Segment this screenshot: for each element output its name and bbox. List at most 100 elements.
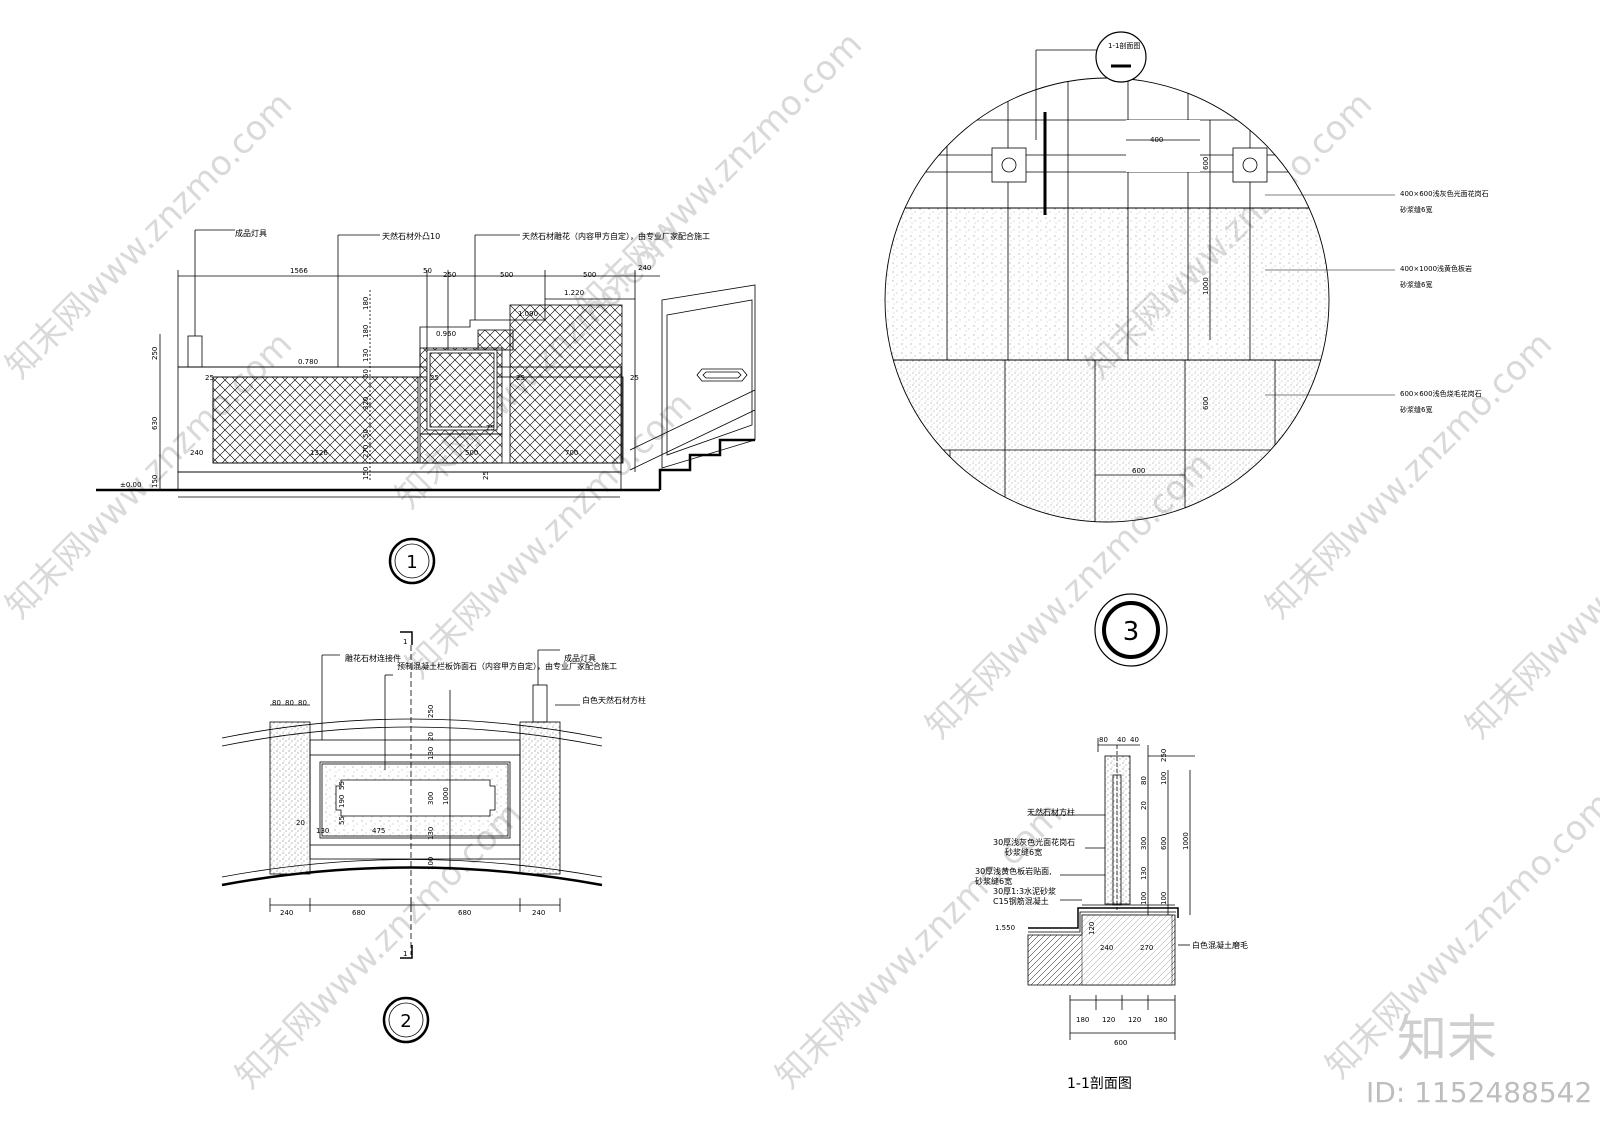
dim: 150 bbox=[362, 467, 370, 480]
dim: 240 bbox=[280, 909, 293, 917]
branding: 知末 ID: 1152488542 bbox=[1366, 1010, 1592, 1109]
level: 1.220 bbox=[564, 289, 584, 297]
label-pillar: 白色天然石材方柱 bbox=[582, 695, 646, 705]
dim: 20 bbox=[427, 732, 435, 741]
dim: 130 bbox=[362, 349, 370, 362]
dim: 270 bbox=[362, 445, 370, 458]
dim: 25 bbox=[516, 374, 525, 382]
dim: 20 bbox=[296, 819, 305, 827]
label-stone-frame: 天然石材外凸10 bbox=[382, 231, 440, 241]
dim: 80 bbox=[285, 699, 294, 707]
dim: 600 bbox=[1160, 837, 1168, 850]
level: 1.090 bbox=[518, 310, 538, 318]
elevation-1-text: 成品灯具 天然石材外凸10 天然石材雕花（内容甲方自定），由专业厂家配合施工 1… bbox=[120, 228, 710, 489]
dim: 25 bbox=[486, 424, 495, 432]
dim: 600 bbox=[1202, 397, 1210, 410]
note: 400×1000浅黄色板岩 bbox=[1400, 264, 1472, 273]
section-1-1-text: 天然石材方柱 30厚浅灰色光面花岗石 砂浆缝6宽 30厚浅黄色板岩贴面, 砂浆缝… bbox=[975, 736, 1248, 1092]
dim: 80 bbox=[1140, 776, 1148, 785]
watermark-layer: 知末网www.znzmo.com 知末网www.znzmo.com 知末网www… bbox=[0, 24, 1600, 1096]
dim: 120 bbox=[1102, 1016, 1115, 1024]
label-layer2: 30厚浅黄色板岩贴面, bbox=[975, 866, 1052, 876]
dim: 680 bbox=[352, 909, 365, 917]
drawing-number: 1 bbox=[406, 552, 417, 573]
section-mark: 1 bbox=[403, 638, 407, 646]
dim: 250 bbox=[151, 347, 159, 360]
note: 400×600浅灰色光面花岗石 bbox=[1400, 189, 1489, 198]
dim: 270 bbox=[1140, 944, 1153, 952]
plan-2-text: 雕花石材连接件 预制混凝土栏板饰面石（内容甲方自定），由专业厂家配合施工 成品灯… bbox=[272, 638, 646, 958]
level: 0.780 bbox=[298, 358, 318, 366]
dim: 300 bbox=[1140, 837, 1148, 850]
dim: 120 bbox=[1088, 922, 1096, 935]
dim: 180 bbox=[362, 297, 370, 310]
watermark: 知末网www.znzmo.com bbox=[1458, 444, 1600, 746]
dim: 1000 bbox=[442, 787, 450, 805]
dim: 1326 bbox=[310, 449, 328, 457]
dim: 100 bbox=[1140, 892, 1148, 905]
dim: 240 bbox=[638, 264, 651, 272]
dim: 500 bbox=[583, 271, 596, 279]
plan-drawing-2 bbox=[221, 631, 603, 959]
label-layer1: 30厚浅灰色光面花岗石 bbox=[993, 837, 1075, 847]
label-layer3: 30厚1:3水泥砂浆 bbox=[993, 886, 1056, 896]
label-lamp: 成品灯具 bbox=[235, 228, 267, 238]
dim: 25 bbox=[482, 471, 490, 480]
section-mark: 1 bbox=[403, 950, 407, 958]
dim: 50 bbox=[362, 429, 370, 438]
dim: 500 bbox=[500, 271, 513, 279]
dim: 80 bbox=[298, 699, 307, 707]
dim: 1566 bbox=[290, 267, 308, 275]
dim: 100 bbox=[1160, 892, 1168, 905]
dim: 600 bbox=[1132, 467, 1145, 475]
dim: 25 bbox=[630, 374, 639, 382]
dim: 475 bbox=[372, 827, 385, 835]
label-lamp: 成品灯具 bbox=[564, 653, 596, 663]
level: ±0.00 bbox=[120, 481, 141, 489]
dim: 25 bbox=[205, 374, 214, 382]
drawing-number: 2 bbox=[400, 1011, 411, 1032]
dim: 300 bbox=[427, 792, 435, 805]
label-pillar: 天然石材方柱 bbox=[1027, 807, 1075, 817]
drawing-2-number: 2 bbox=[382, 996, 430, 1044]
label-layer4: C15钢筋混凝土 bbox=[993, 896, 1049, 906]
dim-total: 600 bbox=[1114, 1039, 1127, 1047]
dim: 130 bbox=[427, 747, 435, 760]
dim: 55 bbox=[338, 816, 346, 825]
dim: 130 bbox=[427, 827, 435, 840]
dim: 320 bbox=[362, 397, 370, 410]
section-title: 1-1剖面图 bbox=[1067, 1076, 1132, 1092]
drawing-3-number: 3 bbox=[1094, 593, 1168, 667]
dim: 700 bbox=[565, 449, 578, 457]
label-layer5: 白色混凝土磨毛 bbox=[1192, 940, 1248, 950]
note: 600×600浅色烧毛花岗石 bbox=[1400, 389, 1482, 398]
dim: 55 bbox=[338, 781, 346, 790]
dim: 150 bbox=[151, 475, 159, 488]
dim: 20 bbox=[1140, 801, 1148, 810]
dim: 100 bbox=[427, 857, 435, 870]
dim: 240 bbox=[190, 449, 203, 457]
drawing-number: 3 bbox=[1123, 617, 1140, 647]
dim: 130 bbox=[1140, 867, 1148, 880]
dim: 180 bbox=[1076, 1016, 1089, 1024]
elevation-drawing-1 bbox=[96, 229, 756, 498]
dim: 50 bbox=[362, 369, 370, 378]
dim: 600 bbox=[1202, 157, 1210, 170]
dim: 40 bbox=[1130, 736, 1139, 744]
dim: 240 bbox=[532, 909, 545, 917]
dim: 1000 bbox=[1202, 277, 1210, 295]
label-layer1-sub: 砂浆缝6宽 bbox=[1005, 847, 1042, 857]
dim: 120 bbox=[1128, 1016, 1141, 1024]
note-sub: 砂浆缝6宽 bbox=[1400, 405, 1432, 414]
dim: 180 bbox=[362, 325, 370, 338]
note-sub: 砂浆缝6宽 bbox=[1400, 280, 1432, 289]
level: 1.550 bbox=[995, 924, 1015, 932]
label-layer2-sub: 砂浆缝6宽 bbox=[975, 876, 1012, 886]
dim: 180 bbox=[1154, 1016, 1167, 1024]
label-carving: 天然石材雕花（内容甲方自定），由专业厂家配合施工 bbox=[522, 231, 710, 241]
dim: 50 bbox=[423, 267, 432, 275]
dim: 190 bbox=[338, 795, 346, 808]
image-id: ID: 1152488542 bbox=[1366, 1076, 1592, 1109]
level: 0.960 bbox=[436, 330, 456, 338]
dim: 680 bbox=[458, 909, 471, 917]
